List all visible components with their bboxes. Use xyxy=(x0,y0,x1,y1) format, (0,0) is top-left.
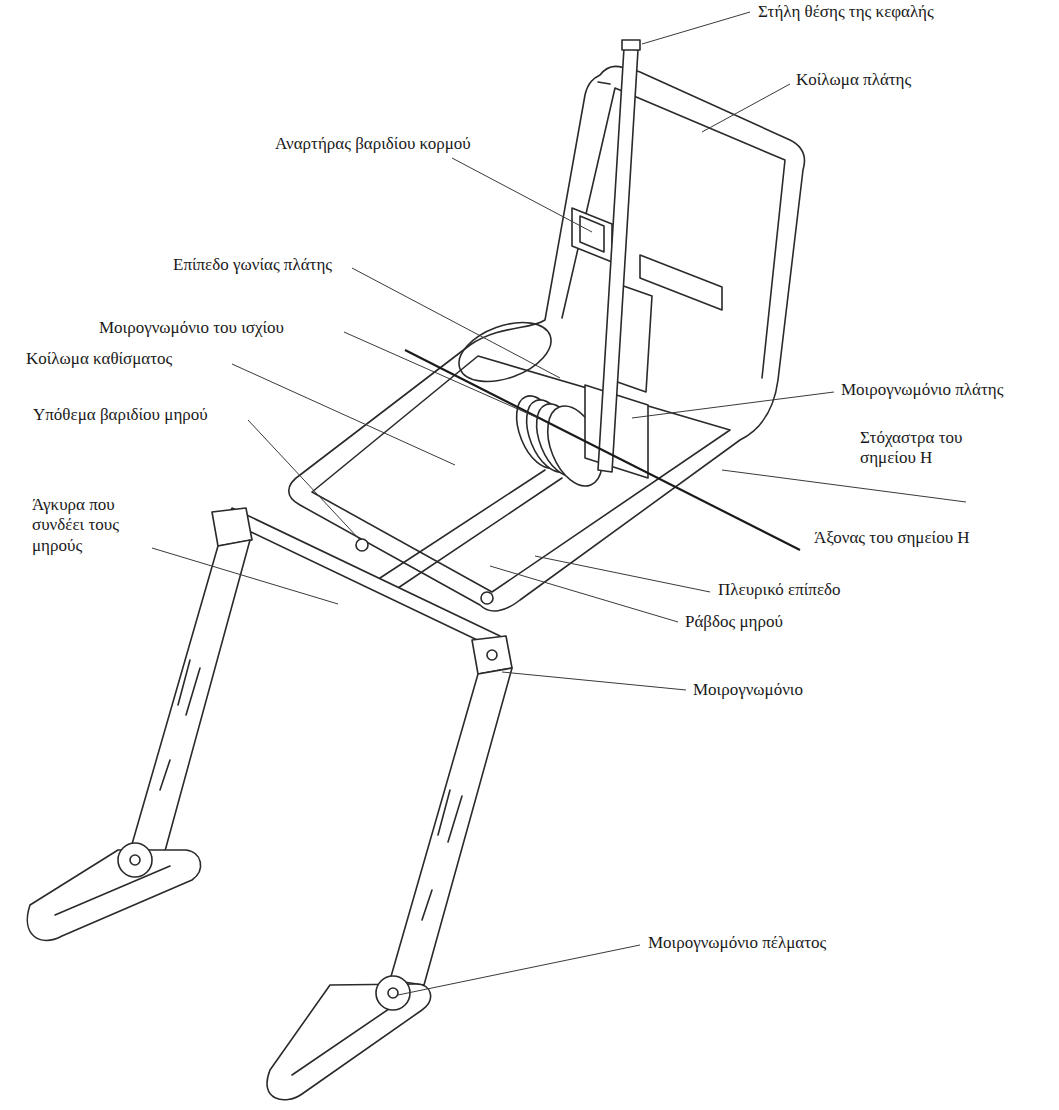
ankle-pivot xyxy=(130,855,140,865)
seat-inner-edges xyxy=(312,356,730,592)
part-label: Αναρτήρας βαριδίου κορμού xyxy=(273,134,473,154)
foot-inner xyxy=(55,866,170,915)
leader-line xyxy=(344,332,538,418)
leader-line xyxy=(352,268,560,378)
leader-line xyxy=(398,945,640,995)
leg xyxy=(390,668,512,985)
foot xyxy=(27,850,200,940)
knee-pivot xyxy=(487,650,497,660)
head-post xyxy=(598,48,638,472)
part-label: Κοίλωμα πλάτης xyxy=(794,70,913,90)
ankle-protractor xyxy=(376,976,410,1010)
part-label: Μοιρογνωμόνιο του ισχίου xyxy=(97,318,286,338)
leader-line xyxy=(232,364,455,465)
anchor-bar xyxy=(226,508,500,648)
part-label: Στόχαστρα του σημείου Η xyxy=(858,428,980,469)
leader-line xyxy=(642,12,750,44)
leader-line xyxy=(452,158,592,232)
part-label: Μοιρογνωμόνιο πλάτης xyxy=(839,380,1005,400)
part-label: Στήλη θέσης της κεφαλής xyxy=(756,2,936,22)
part-label: Πλευρικό επίπεδο xyxy=(716,580,843,600)
weight-hanger xyxy=(572,208,612,262)
leader-line xyxy=(535,556,710,592)
leader-line xyxy=(490,566,678,622)
leader-line xyxy=(632,392,834,418)
ankle-protractor xyxy=(118,843,152,877)
head-post-cap xyxy=(622,40,640,50)
thigh-weight-pad xyxy=(481,592,493,604)
part-label: Άξονας του σημείου Η xyxy=(812,528,972,548)
part-label: Ράβδος μηρού xyxy=(683,612,785,632)
leader-lines xyxy=(142,12,966,995)
part-label: Επίπεδο γωνίας πλάτης xyxy=(171,255,334,275)
leader-line xyxy=(702,84,790,132)
h-point-axis xyxy=(405,350,800,550)
leader-line xyxy=(502,672,686,690)
part-label: Υπόθεμα βαριδίου μηρού xyxy=(31,405,210,425)
thigh-rod xyxy=(380,470,562,588)
leader-line xyxy=(142,545,338,604)
back-inner-edge xyxy=(562,82,785,378)
ankle-pivot xyxy=(388,988,398,998)
leg-adjuster xyxy=(422,790,462,920)
leader-line xyxy=(722,470,966,502)
weight-hanger xyxy=(580,216,604,252)
part-label: Μοιρογνωμόνιο xyxy=(691,680,805,700)
part-label: Άγκυρα που συνδέει τους μηρούς xyxy=(30,495,152,556)
thigh-weight-pad xyxy=(356,539,368,551)
leg-adjuster xyxy=(160,660,200,790)
leader-line xyxy=(248,420,360,540)
part-label: Μοιρογνωμόνιο πέλματος xyxy=(646,933,828,953)
part-label: Κοίλωμα καθίσματος xyxy=(24,349,174,369)
leg xyxy=(128,540,250,862)
